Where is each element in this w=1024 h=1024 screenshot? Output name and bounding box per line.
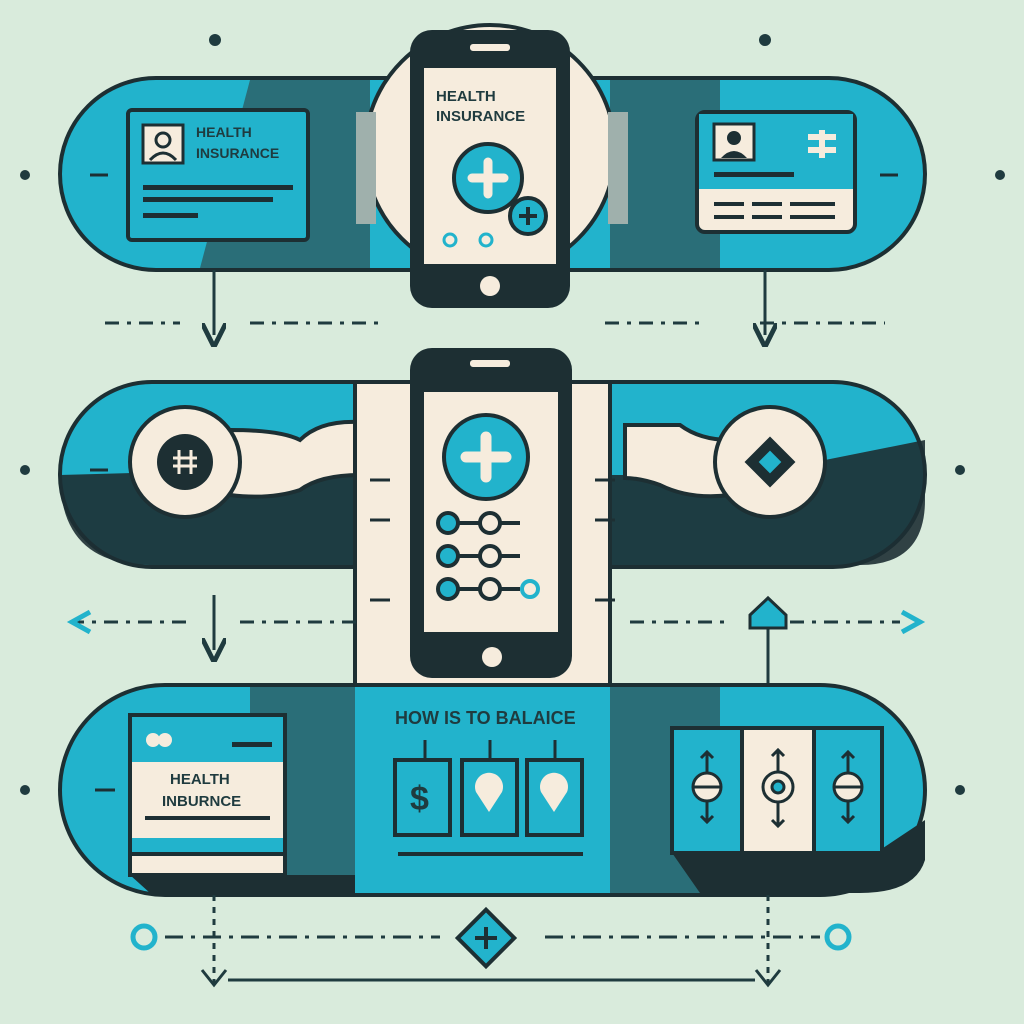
- card-subtitle: INSURANCE: [196, 145, 279, 161]
- plus-icon: [808, 130, 836, 158]
- bottom-left-insurance-card: HEALTH INBURNCE: [128, 713, 287, 877]
- top-connectors: [105, 270, 885, 335]
- location-pin-icon: [540, 772, 568, 812]
- person-icon: [141, 123, 185, 165]
- location-pin-icon: [475, 772, 503, 812]
- plus-diamond-icon: [454, 906, 518, 970]
- dollar-tag: [393, 758, 452, 837]
- left-node-icon: [130, 923, 158, 951]
- card-title-line1: HEALTH: [170, 771, 230, 788]
- right-node-icon: [824, 923, 852, 951]
- card-title: HEALTH: [196, 124, 252, 140]
- tag-group: $: [393, 740, 584, 837]
- phone-title-line2: INSURANCE: [436, 108, 525, 125]
- top-right-id-card: [695, 110, 857, 234]
- bottom-right-panels: [670, 726, 884, 855]
- dollar-symbol: $: [410, 780, 429, 818]
- right-arrow-icon: [900, 609, 926, 635]
- card-title-line2: INBURNCE: [162, 793, 241, 810]
- balance-panel: HOW IS TO BALAICE $: [393, 708, 584, 856]
- footer-connectors: [165, 895, 820, 988]
- top-phone: HEALTH INSURANCE: [356, 23, 628, 308]
- plus-icon: [157, 434, 213, 490]
- middle-right-badge: [623, 405, 827, 519]
- balance-heading: HOW IS TO BALAICE: [395, 708, 576, 728]
- slider-controls: [436, 511, 540, 601]
- corner-dots: [20, 34, 1005, 795]
- left-arrow-icon: [66, 609, 92, 635]
- top-left-insurance-card: HEALTH INSURANCE: [126, 108, 310, 242]
- middle-connectors: [70, 595, 900, 695]
- middle-left-badge: [128, 405, 362, 519]
- phone-title-line1: HEALTH: [436, 88, 496, 105]
- up-arrow-icon: [748, 595, 788, 630]
